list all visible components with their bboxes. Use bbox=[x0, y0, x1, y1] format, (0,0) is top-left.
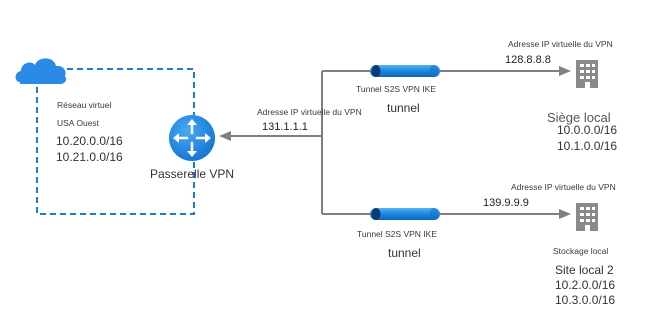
site-2-prefix: 10.2.0.0/16 bbox=[555, 278, 616, 292]
tunnel-2-caption: Tunnel S2S VPN IKE bbox=[357, 229, 438, 239]
arrowhead-to-site-2 bbox=[559, 209, 571, 219]
tunnel-1-caption: Tunnel S2S VPN IKE bbox=[356, 84, 437, 94]
site-1-vip: 128.8.8.8 bbox=[505, 54, 551, 66]
router-icon bbox=[169, 115, 215, 161]
vnet-region: USA Ouest bbox=[57, 118, 100, 128]
gateway-vip: 131.1.1.1 bbox=[262, 121, 308, 133]
site-2-vip-caption: Adresse IP virtuelle du VPN bbox=[511, 182, 616, 192]
gateway-vip-caption: Adresse IP virtuelle du VPN bbox=[257, 107, 362, 117]
cloud-icon bbox=[15, 58, 67, 84]
gateway-label: Passerelle VPN bbox=[150, 167, 235, 181]
vnet-prefix: 10.20.0.0/16 bbox=[56, 134, 123, 148]
arrowhead-to-site-1 bbox=[559, 66, 571, 76]
building-icon bbox=[576, 60, 598, 88]
tunnel-1-word: tunnel bbox=[387, 101, 420, 115]
tunnel-2-tube bbox=[370, 208, 440, 220]
vnet-name: Réseau virtuel bbox=[57, 100, 112, 110]
site-2-vip: 139.9.9.9 bbox=[483, 197, 529, 209]
building-icon bbox=[576, 203, 598, 231]
site-2-storage: Stockage local bbox=[553, 246, 609, 256]
site-2-name: Site local 2 bbox=[555, 263, 614, 277]
site-1-name: Siège local bbox=[547, 110, 611, 125]
site-1-vip-caption: Adresse IP virtuelle du VPN bbox=[508, 39, 613, 49]
tunnel-2-word: tunnel bbox=[388, 246, 421, 260]
site-1-prefix: 10.0.0.0/16 bbox=[557, 123, 618, 137]
vnet-prefix: 10.21.0.0/16 bbox=[56, 150, 123, 164]
connector-lines bbox=[231, 70, 560, 215]
site-1-prefix: 10.1.0.0/16 bbox=[557, 139, 618, 153]
vnet-boundary bbox=[36, 68, 195, 215]
site-2-prefix: 10.3.0.0/16 bbox=[555, 293, 616, 307]
tunnel-1-tube bbox=[370, 65, 440, 77]
arrowhead-to-gateway bbox=[219, 131, 231, 141]
